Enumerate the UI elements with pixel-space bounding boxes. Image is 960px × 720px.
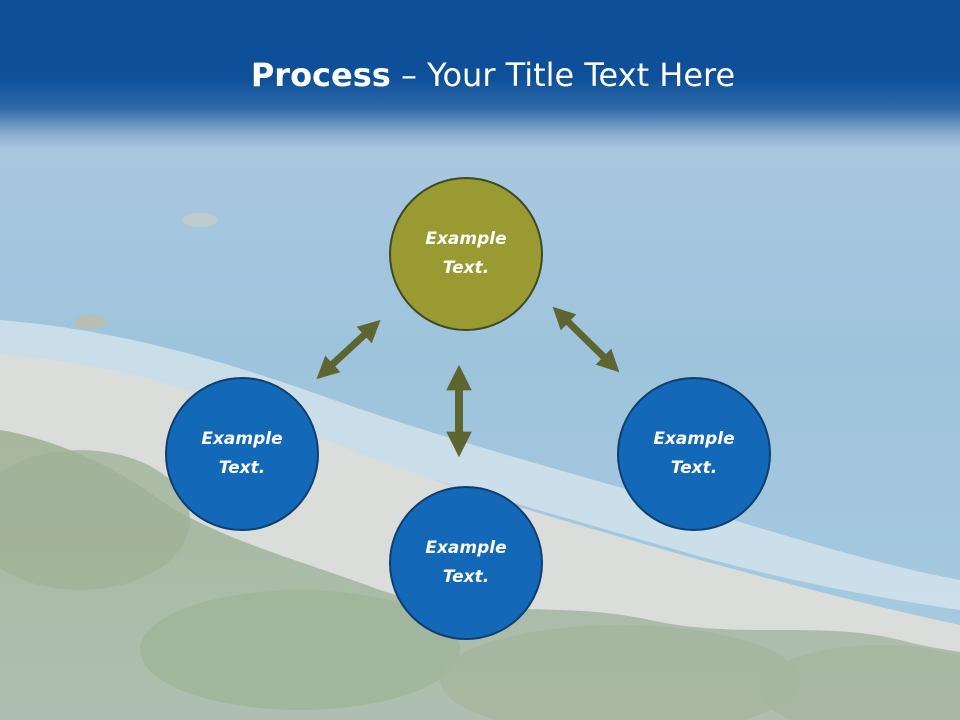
title-bar (0, 0, 960, 150)
node-bottom-label: Example Text. (425, 538, 507, 587)
title-rest: – Your Title Text Here (400, 56, 736, 94)
node-top-label: Example Text. (425, 229, 507, 278)
title-bold: Process (250, 56, 391, 94)
node-bottom: Example Text. (389, 486, 543, 640)
node-top: Example Text. (389, 177, 543, 331)
arrow-top-left (316, 319, 381, 380)
arrow-top-right (552, 306, 620, 373)
node-left-label: Example Text. (201, 429, 283, 478)
node-right: Example Text. (617, 377, 771, 531)
node-left: Example Text. (165, 377, 319, 531)
slide-title: Process – Your Title Text Here (0, 54, 960, 96)
node-right-label: Example Text. (653, 429, 735, 478)
